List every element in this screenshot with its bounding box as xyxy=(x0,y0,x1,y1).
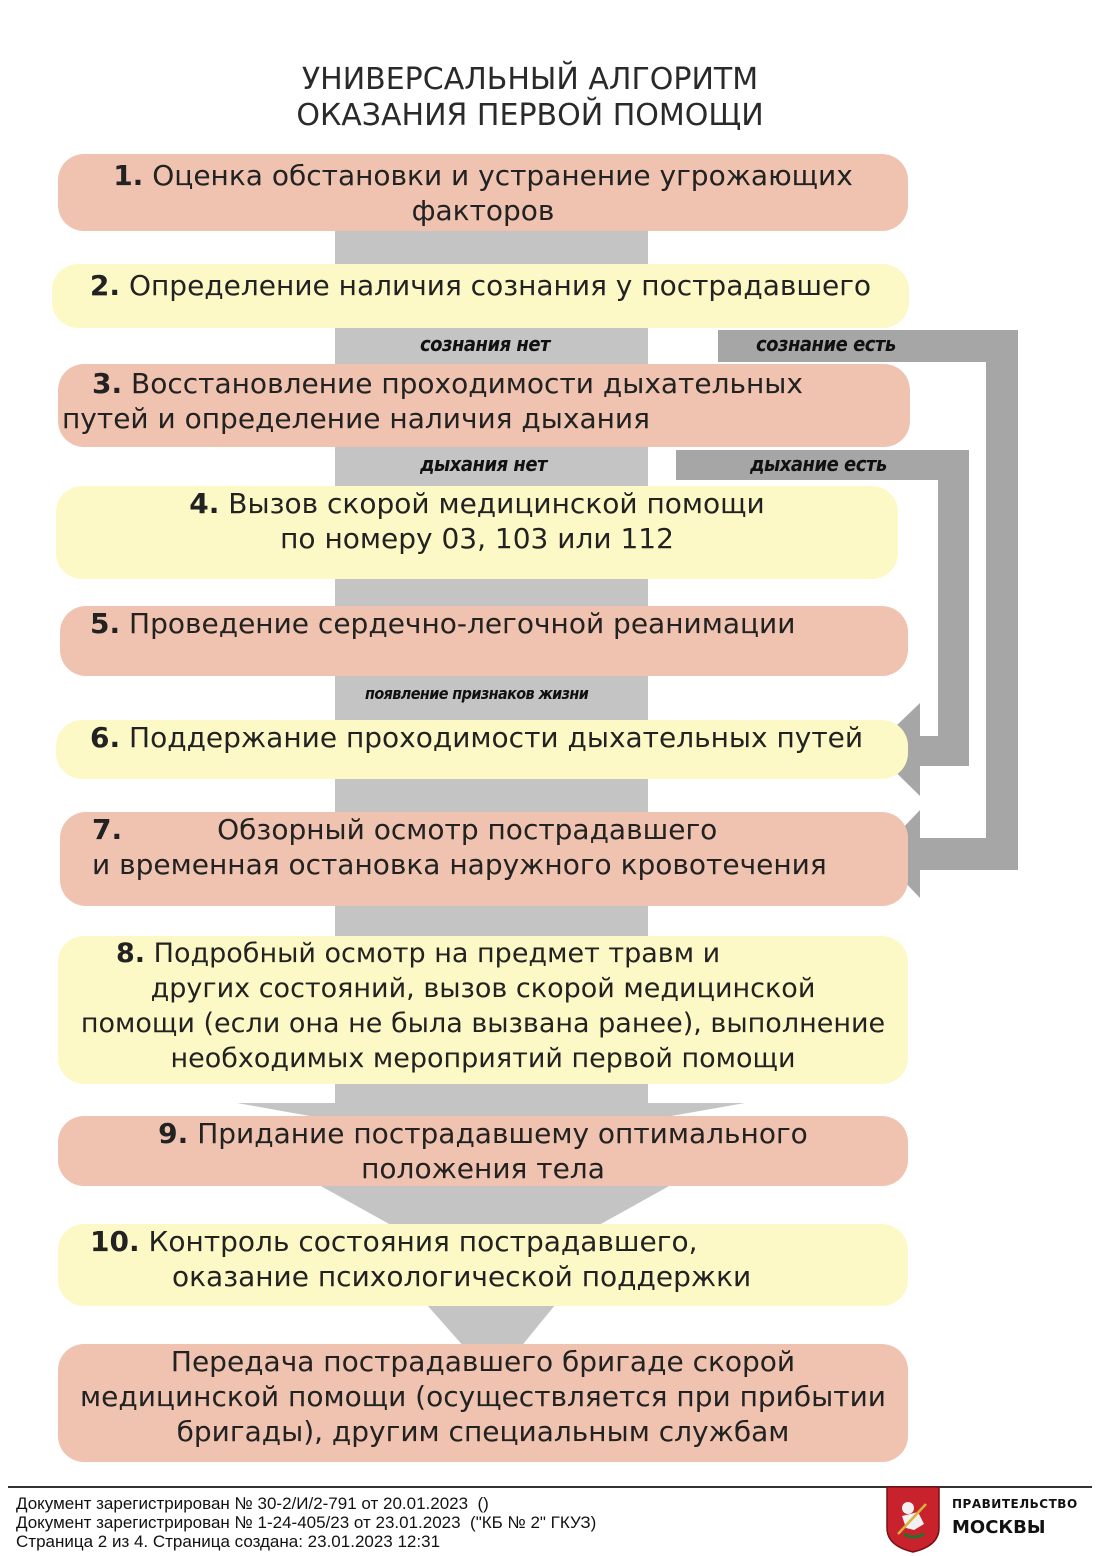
step-text: других состояний, вызов скорой медицинск… xyxy=(150,973,816,1004)
footer-line: Документ зарегистрирован № 1-24-405/23 о… xyxy=(16,1513,597,1532)
step-text: положения тела xyxy=(361,1152,605,1185)
step-number: 6. xyxy=(90,721,121,754)
step-number: 2. xyxy=(89,269,121,302)
step-8-box: 8. Подробный осмотр на предмет травм и д… xyxy=(58,936,908,1084)
step-text: по номеру 03, 103 или 112 xyxy=(280,522,674,555)
footer-line: Документ зарегистрирован № 30-2/И/2-791 … xyxy=(16,1494,489,1513)
step-7-box: 7. Обзорный осмотр пострадавшего и времен… xyxy=(60,812,908,906)
label-has-consciousness: сознание есть xyxy=(756,332,896,356)
footer-registration: Документ зарегистрирован № 30-2/И/2-791 … xyxy=(16,1494,596,1551)
step-text: путей и определение наличия дыхания xyxy=(62,402,650,435)
step-number: 10. xyxy=(90,1225,140,1258)
page-title: УНИВЕРСАЛЬНЫЙ АЛГОРИТМ ОКАЗАНИЯ ПЕРВОЙ П… xyxy=(150,62,910,134)
step-number: 7. xyxy=(92,813,123,846)
step-6-box: 6. Поддержание проходимости дыхательных … xyxy=(56,720,908,779)
footer-divider xyxy=(8,1486,1092,1488)
title-line-1: УНИВЕРСАЛЬНЫЙ АЛГОРИТМ xyxy=(301,62,759,97)
step-number: 8. xyxy=(116,938,146,969)
arrow-head-final xyxy=(427,1305,555,1348)
step-text: Восстановление проходимости дыхательных xyxy=(131,367,803,400)
gov-line-1: ПРАВИТЕЛЬСТВО xyxy=(952,1497,1078,1511)
title-line-2: ОКАЗАНИЯ ПЕРВОЙ ПОМОЩИ xyxy=(296,98,764,133)
step-text: Контроль состояния пострадавшего, xyxy=(148,1225,698,1258)
gov-line-2: МОСКВЫ xyxy=(952,1517,1046,1538)
step-4-box: 4. Вызов скорой медицинской помощи по но… xyxy=(56,486,898,579)
step-text: Передача пострадавшего бригаде скорой xyxy=(170,1345,796,1378)
step-text: и временная остановка наружного кровотеч… xyxy=(92,848,827,881)
step-text: Придание пострадавшему оптимального xyxy=(197,1117,808,1150)
consciousness-present-path xyxy=(718,330,1018,898)
step-number: 1. xyxy=(113,158,144,192)
step-text: Оценка обстановки и устранение угрожающи… xyxy=(152,158,853,192)
step-text: медицинской помощи (осуществляется при п… xyxy=(80,1380,886,1413)
step-5-box: 5. Проведение сердечно-легочной реанимац… xyxy=(60,606,908,676)
step-text: оказание психологической поддержки xyxy=(172,1260,752,1293)
step-10-box: 10. Контроль состояния пострадавшего, ок… xyxy=(58,1224,908,1306)
step-text: Проведение сердечно-легочной реанимации xyxy=(129,607,796,640)
step-text: бригады), другим специальным службам xyxy=(176,1415,790,1448)
step-2-box: 2. Определение наличия сознания у постра… xyxy=(52,264,909,328)
arrow-head-10 xyxy=(310,1180,680,1230)
step-number: 4. xyxy=(189,487,220,520)
step-number: 5. xyxy=(90,607,121,640)
step-1-box: 1. Оценка обстановки и устранение угрожа… xyxy=(58,154,908,231)
step-text: Вызов скорой медицинской помощи xyxy=(228,487,765,520)
label-no-breathing: дыхания нет xyxy=(420,452,547,476)
step-text: помощи (если она не была вызвана ранее),… xyxy=(80,1008,886,1039)
step-text: Определение наличия сознания у пострадав… xyxy=(128,269,872,302)
label-signs-of-life: появление признаков жизни xyxy=(365,684,589,703)
step-text: Поддержание проходимости дыхательных пут… xyxy=(129,721,864,754)
footer-line: Страница 2 из 4. Страница создана: 23.01… xyxy=(16,1532,441,1551)
final-step-box: Передача пострадавшего бригаде скорой ме… xyxy=(58,1344,908,1462)
step-text: необходимых мероприятий первой помощи xyxy=(170,1043,796,1074)
step-text: факторов xyxy=(411,193,555,227)
step-text: Подробный осмотр на предмет травм и xyxy=(153,938,721,969)
step-3-box: 3. Восстановление проходимости дыхательн… xyxy=(58,364,910,447)
step-9-box: 9. Придание пострадавшему оптимального п… xyxy=(58,1116,908,1186)
label-no-consciousness: сознания нет xyxy=(420,332,550,356)
government-brand: ПРАВИТЕЛЬСТВО МОСКВЫ xyxy=(952,1497,1078,1538)
step-number: 9. xyxy=(158,1117,189,1150)
label-has-breathing: дыхание есть xyxy=(750,452,887,476)
step-text: Обзорный осмотр пострадавшего xyxy=(217,813,718,846)
moscow-coat-of-arms-icon xyxy=(886,1486,940,1553)
step-number: 3. xyxy=(92,367,123,400)
